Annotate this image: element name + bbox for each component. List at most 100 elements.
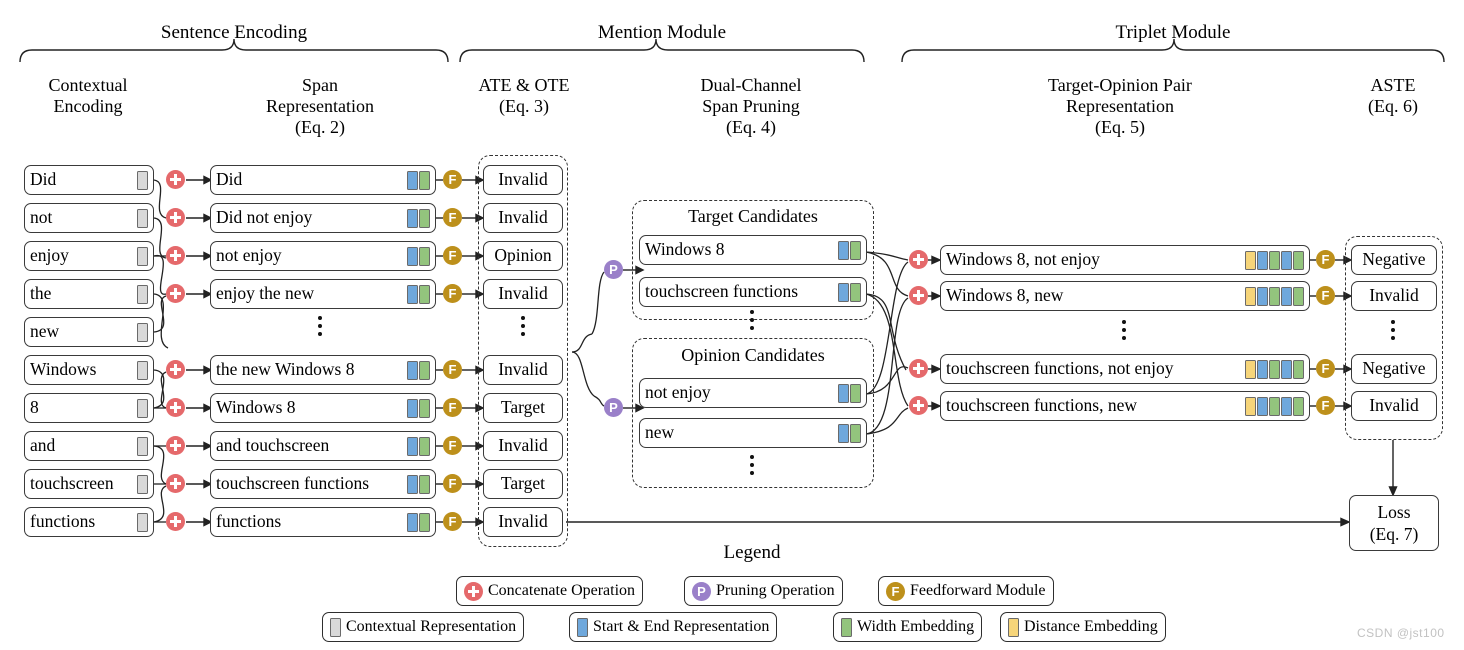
span-representation-box[interactable]: Did not enjoy [210,203,436,233]
feedforward-icon[interactable]: F [443,474,462,493]
pair-label: touchscreen functions, not enjoy [946,358,1174,379]
ate-ote-label-box[interactable]: Invalid [483,507,563,537]
pruning-icon[interactable]: P [604,260,623,279]
feedforward-icon[interactable]: F [443,170,462,189]
feedforward-icon[interactable]: F [443,360,462,379]
pair-representation-box[interactable]: Windows 8, not enjoy [940,245,1310,275]
chip-group [407,208,430,228]
span-representation-box[interactable]: Windows 8 [210,393,436,423]
contextual-token-box[interactable]: Windows [24,355,154,385]
ate-ote-label-box[interactable]: Invalid [483,203,563,233]
start-end-representation-chip [838,240,849,260]
contextual-token-box[interactable]: new [24,317,154,347]
target-candidate-box[interactable]: Windows 8 [639,235,867,265]
span-representation-box[interactable]: not enjoy [210,241,436,271]
chip-group [137,246,148,266]
ate-ote-label-box[interactable]: Invalid [483,431,563,461]
concatenate-icon[interactable] [909,359,928,378]
feedforward-icon[interactable]: F [1316,250,1335,269]
feedforward-icon[interactable]: F [1316,396,1335,415]
start-end-representation-chip [407,208,418,228]
concatenate-icon[interactable] [166,208,185,227]
span-representation-box[interactable]: touchscreen functions [210,469,436,499]
ate-ote-label: Invalid [498,359,548,380]
ate-ote-label-box[interactable]: Invalid [483,355,563,385]
column-title-span-pruning: Dual-Channel Span Pruning (Eq. 4) [700,75,802,137]
concatenate-icon[interactable] [166,436,185,455]
contextual-token-box[interactable]: Did [24,165,154,195]
start-end-representation-chip [1257,286,1268,306]
concatenate-icon[interactable] [909,396,928,415]
ate-ote-label-box[interactable]: Opinion [483,241,563,271]
concatenate-icon[interactable] [166,246,185,265]
span-label: touchscreen functions [216,473,370,494]
feedforward-icon[interactable]: F [443,246,462,265]
feedforward-icon[interactable]: F [443,512,462,531]
feedforward-icon[interactable]: F [443,284,462,303]
target-candidates-ellipsis [750,310,756,334]
column-title-contextual-encoding: Contextual Encoding [48,75,128,116]
ate-ote-label: Invalid [498,511,548,532]
concatenate-icon[interactable] [166,512,185,531]
ate-ote-label-box[interactable]: Target [483,393,563,423]
aste-label-box[interactable]: Negative [1351,354,1437,384]
aste-column-ellipsis [1391,320,1397,344]
opinion-candidate-box[interactable]: not enjoy [639,378,867,408]
width-embedding-chip [1293,250,1304,270]
pair-representation-box[interactable]: touchscreen functions, not enjoy [940,354,1310,384]
width-embedding-chip [1269,359,1280,379]
aste-label-box[interactable]: Invalid [1351,391,1437,421]
contextual-token-box[interactable]: not [24,203,154,233]
contextual-token-box[interactable]: touchscreen [24,469,154,499]
concatenate-icon[interactable] [909,250,928,269]
span-representation-box[interactable]: and touchscreen [210,431,436,461]
loss-box[interactable]: Loss (Eq. 7) [1349,495,1439,551]
span-representation-box[interactable]: functions [210,507,436,537]
pair-representation-box[interactable]: Windows 8, new [940,281,1310,311]
contextual-token-box[interactable]: functions [24,507,154,537]
contextual-token-box[interactable]: and [24,431,154,461]
contextual-token-box[interactable]: the [24,279,154,309]
ate-ote-label-box[interactable]: Invalid [483,279,563,309]
concatenate-icon[interactable] [166,474,185,493]
contextual-token-box[interactable]: 8 [24,393,154,423]
feedforward-icon[interactable]: F [443,436,462,455]
contextual-token-box[interactable]: enjoy [24,241,154,271]
span-representation-box[interactable]: Did [210,165,436,195]
feedforward-icon[interactable]: F [443,208,462,227]
token-label: touchscreen [30,473,114,494]
legend-item-contextual-representation: Contextual Representation [322,612,525,642]
chip-group [137,512,148,532]
target-candidate-box[interactable]: touchscreen functions [639,277,867,307]
ate-ote-label-box[interactable]: Target [483,469,563,499]
aste-label-box[interactable]: Negative [1351,245,1437,275]
concatenate-icon[interactable] [166,360,185,379]
concatenate-icon[interactable] [166,284,185,303]
ate-ote-label: Invalid [498,435,548,456]
span-representation-box[interactable]: enjoy the new [210,279,436,309]
span-representation-box[interactable]: the new Windows 8 [210,355,436,385]
contextual-representation-chip [137,284,148,304]
legend-item-concatenate: Concatenate Operation [456,576,644,606]
chip-group [137,284,148,304]
opinion-candidate-box[interactable]: new [639,418,867,448]
start-end-representation-chip [407,246,418,266]
pair-representation-box[interactable]: touchscreen functions, new [940,391,1310,421]
span-label: Did [216,169,243,190]
feedforward-icon[interactable]: F [1316,359,1335,378]
feedforward-icon[interactable]: F [1316,286,1335,305]
aste-label-box[interactable]: Invalid [1351,281,1437,311]
feedforward-icon[interactable]: F [443,398,462,417]
opinion-candidates-title: Opinion Candidates [681,345,825,365]
concatenate-icon[interactable] [166,398,185,417]
column-title-pair-representation: Target-Opinion Pair Representation (Eq. … [1048,75,1192,137]
pruning-icon[interactable]: P [604,398,623,417]
concatenate-icon[interactable] [909,286,928,305]
legend-label: Feedforward Module [910,582,1046,599]
token-label: new [30,321,60,342]
concatenate-icon[interactable] [166,170,185,189]
legend-title: Legend [723,542,781,563]
contextual-representation-chip [137,170,148,190]
ate-ote-label-box[interactable]: Invalid [483,165,563,195]
